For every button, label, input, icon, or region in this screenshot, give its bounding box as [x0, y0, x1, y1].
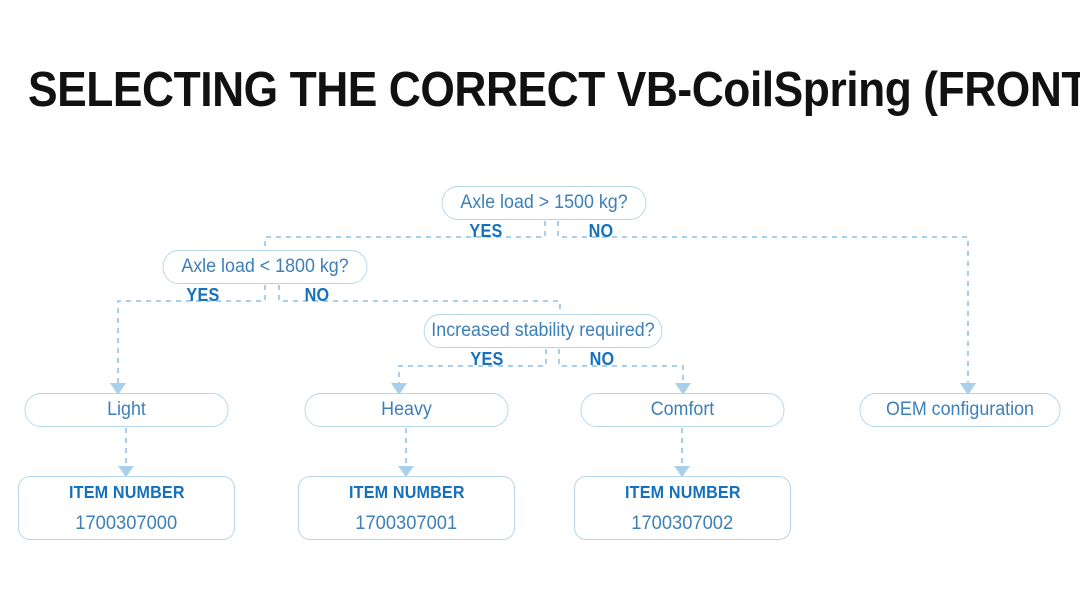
branch-label-q3-yes: YES [470, 349, 504, 369]
item-number-value: 1700307000 [75, 511, 178, 534]
decision-node-increased-stability[interactable]: Increased stability required? [423, 314, 663, 348]
decision-node-label: Axle load < 1800 kg? [181, 255, 349, 277]
branch-label-q1-yes: YES [469, 221, 503, 241]
result-node-label: OEM configuration [886, 398, 1034, 420]
result-node-label: Comfort [650, 398, 715, 420]
branch-label-q1-no: NO [588, 221, 614, 241]
decision-node-label: Axle load > 1500 kg? [460, 191, 628, 213]
decision-node-axle-load-1500[interactable]: Axle load > 1500 kg? [441, 186, 647, 220]
item-number-value: 1700307002 [631, 511, 734, 534]
item-number-card-comfort[interactable]: ITEM NUMBER 1700307002 [574, 476, 791, 540]
result-node-label: Light [107, 398, 146, 420]
item-number-heading: ITEM NUMBER [68, 481, 185, 502]
branch-label-q2-yes: YES [186, 285, 220, 305]
decision-node-axle-load-1800[interactable]: Axle load < 1800 kg? [162, 250, 368, 284]
item-number-card-heavy[interactable]: ITEM NUMBER 1700307001 [298, 476, 515, 540]
item-number-card-light[interactable]: ITEM NUMBER 1700307000 [18, 476, 235, 540]
result-node-light[interactable]: Light [24, 393, 229, 427]
page-title: SELECTING THE CORRECT VB-CoilSpring (FRO… [28, 63, 1080, 117]
result-node-oem-configuration[interactable]: OEM configuration [859, 393, 1061, 427]
item-number-heading: ITEM NUMBER [624, 481, 741, 502]
result-node-heavy[interactable]: Heavy [304, 393, 509, 427]
item-number-value: 1700307001 [355, 511, 458, 534]
result-node-comfort[interactable]: Comfort [580, 393, 785, 427]
result-node-label: Heavy [381, 398, 432, 420]
branch-label-q3-no: NO [589, 349, 615, 369]
branch-label-q2-no: NO [304, 285, 330, 305]
item-number-heading: ITEM NUMBER [348, 481, 465, 502]
decision-node-label: Increased stability required? [431, 319, 655, 341]
